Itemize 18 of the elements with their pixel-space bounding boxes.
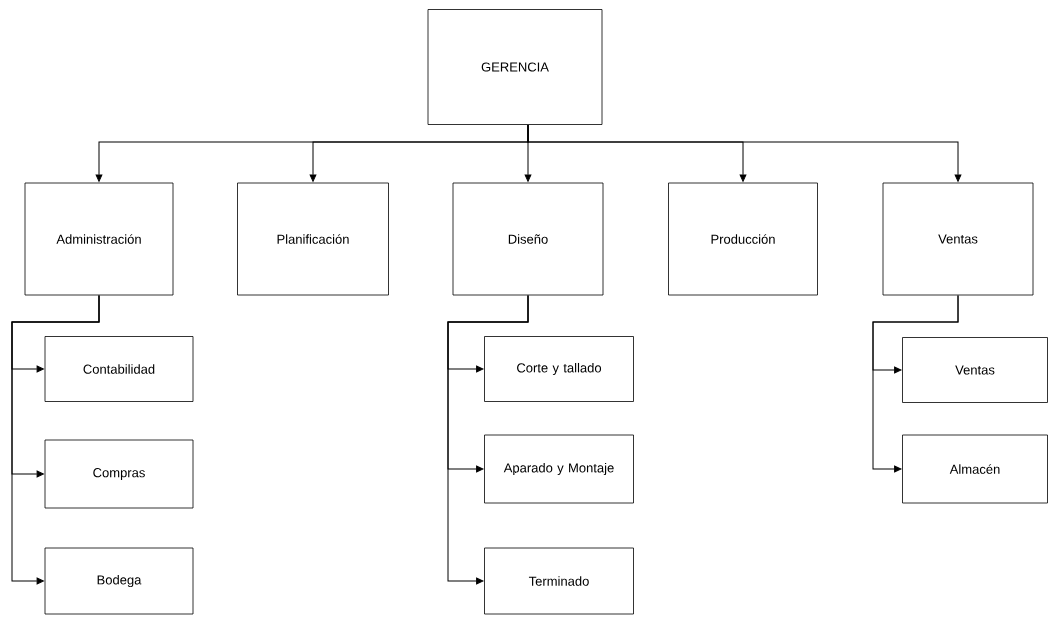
arrow	[872, 294, 959, 473]
box: Diseño	[452, 182, 604, 296]
arrow	[527, 124, 962, 182]
arrow	[447, 294, 529, 585]
box: Ventas	[902, 337, 1048, 403]
box: Bodega	[44, 547, 194, 615]
box: Producción	[668, 182, 818, 296]
box: Terminado	[484, 547, 634, 615]
box: Corte y tallado	[484, 336, 634, 402]
arrow	[11, 294, 100, 585]
box: Aparado y Montaje	[484, 434, 634, 504]
box: GERENCIA	[427, 9, 603, 125]
box: Contabilidad	[44, 336, 194, 402]
box: Compras	[44, 439, 194, 509]
box: Administración	[24, 182, 174, 296]
box: Ventas	[882, 182, 1034, 296]
box: Planificación	[237, 182, 389, 296]
box: Almacén	[902, 434, 1048, 504]
